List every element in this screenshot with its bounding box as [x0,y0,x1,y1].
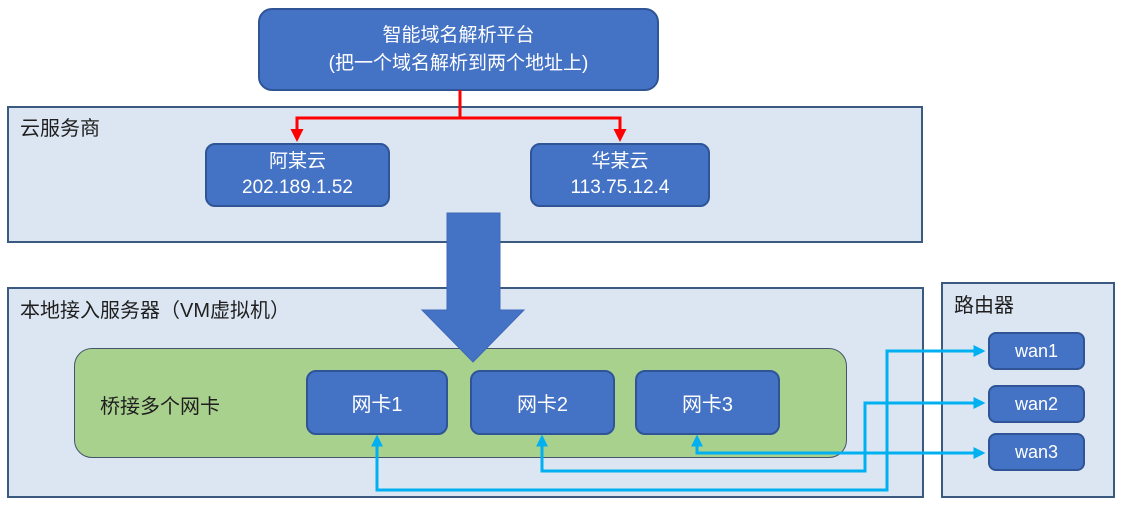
local-panel-label: 本地接入服务器（VM虚拟机） [20,300,290,322]
nic2-box: 网卡2 [470,370,615,435]
cloud-provider-a-box: 阿某云 202.189.1.52 [205,143,390,207]
nic3-box: 网卡3 [635,370,780,435]
cloud-provider-b-name: 华某云 [591,151,649,172]
wan3-box: wan3 [988,433,1085,471]
cloud-provider-panel [7,106,923,243]
nic1-box: 网卡1 [306,370,448,435]
router-panel-label: 路由器 [954,295,1014,317]
cloud-panel-label: 云服务商 [20,118,100,140]
dns-platform-title: 智能域名解析平台 [382,24,535,46]
cloud-provider-a-name: 阿某云 [268,151,326,172]
wan1-box: wan1 [988,332,1085,370]
dns-platform-subtitle: (把一个域名解析到两个地址上) [328,52,589,74]
wan2-box: wan2 [988,385,1085,423]
dns-platform-box: 智能域名解析平台 (把一个域名解析到两个地址上) [258,8,659,91]
bridge-label: 桥接多个网卡 [100,396,220,418]
cloud-provider-a-ip: 202.189.1.52 [242,177,353,198]
cloud-provider-b-ip: 113.75.12.4 [570,177,670,198]
cloud-provider-b-box: 华某云 113.75.12.4 [530,143,710,207]
